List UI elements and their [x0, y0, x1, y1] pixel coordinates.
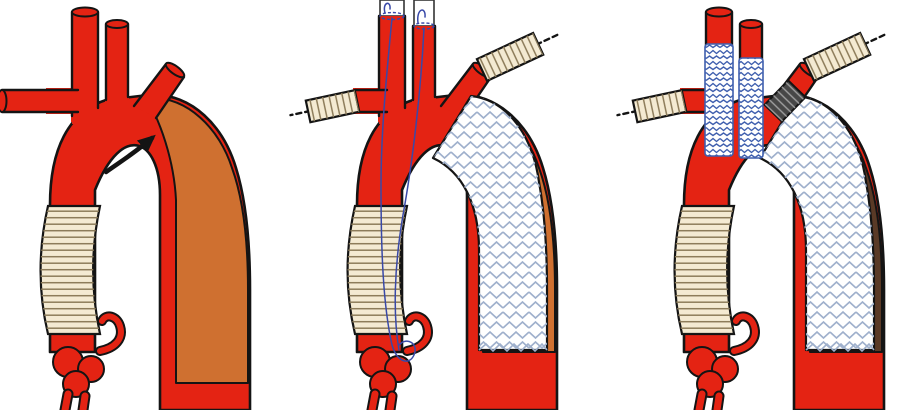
bypass-graft-stub	[413, 0, 435, 27]
suture-wire	[380, 17, 416, 362]
carotid-branch-stent-mesh	[739, 58, 763, 158]
branch-stent-grafts	[704, 43, 764, 159]
innominate-branch-stent-mesh	[705, 44, 733, 156]
axillary-branch	[0, 88, 80, 114]
debranching-anastomoses	[377, 0, 437, 124]
sutures	[379, 2, 435, 362]
panel-3-completed	[613, 6, 892, 410]
suture-wire	[394, 27, 425, 351]
panel-1-dissection	[0, 6, 252, 410]
carotid-outline	[411, 24, 437, 102]
panel-2-repair	[286, 0, 565, 410]
suture-loop	[383, 2, 391, 14]
entry-tear-arrow-icon	[103, 134, 156, 175]
vascular-plug	[763, 79, 807, 123]
ascending-tube-graft	[348, 206, 408, 334]
ascending-tube-graft	[41, 206, 101, 334]
carotid-artery	[413, 26, 435, 108]
ascending-tube-graft	[675, 206, 735, 334]
plug-corrugation	[764, 80, 806, 122]
anastomosis-suture-ring	[379, 11, 405, 21]
suture-loop	[417, 9, 426, 24]
